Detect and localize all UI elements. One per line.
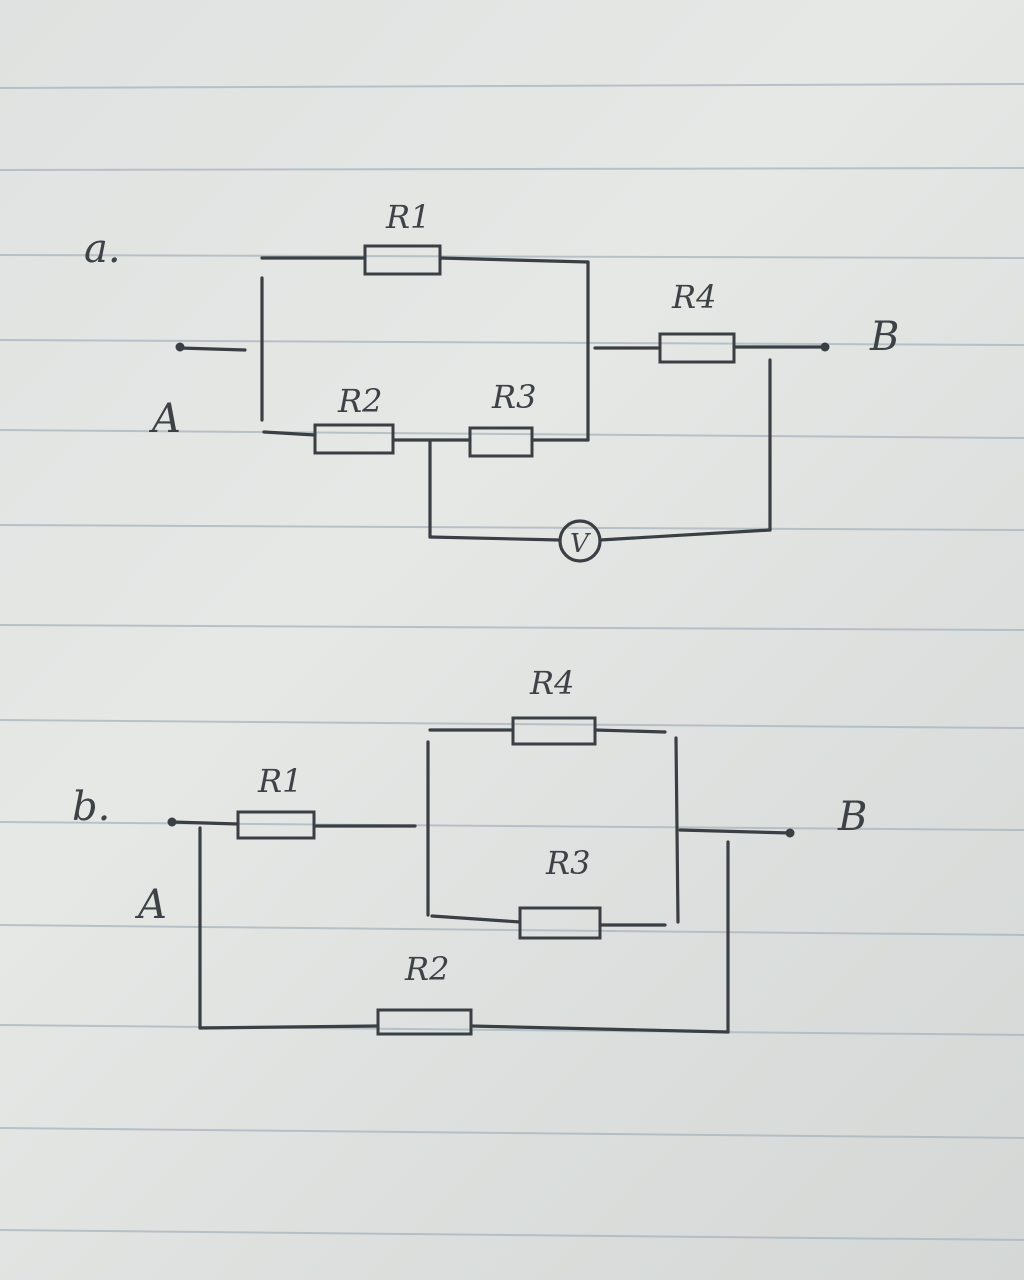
wire	[469, 1024, 730, 1034]
resistor-r2	[376, 1008, 473, 1036]
resistor-r3-label: R3	[545, 844, 590, 882]
wire	[428, 535, 562, 542]
voltmeter-symbol: V	[570, 529, 591, 559]
resistor-r1-label: R1	[257, 762, 302, 800]
circuit-b: b. A B R1 R4 R3 R2	[72, 664, 867, 1036]
wire	[178, 346, 247, 352]
terminal-b-node	[785, 828, 795, 838]
circuit-a: a. A B R1 R2 R3 R4 V	[84, 198, 899, 563]
resistor-r3-label: R3	[491, 378, 536, 416]
wire	[674, 736, 680, 924]
resistor-r4-label: R4	[529, 664, 574, 702]
notebook-rules	[0, 83, 1024, 1241]
wire	[170, 820, 240, 826]
wire	[198, 1024, 380, 1030]
wire	[438, 256, 590, 264]
resistor-r2	[313, 423, 395, 455]
wire	[593, 728, 667, 734]
resistor-r4	[511, 716, 597, 746]
resistor-r3	[518, 906, 602, 940]
wire	[678, 828, 792, 835]
terminal-a-label: A	[134, 882, 167, 928]
wire	[598, 528, 772, 542]
wire	[262, 430, 317, 437]
wire	[430, 914, 522, 924]
terminal-b-label: B	[837, 794, 867, 840]
resistor-r4-label: R4	[671, 278, 716, 316]
resistor-r3	[468, 426, 534, 458]
resistor-r1-label: R1	[385, 198, 430, 236]
resistor-r2-label: R2	[404, 950, 449, 988]
resistor-r1	[363, 244, 442, 276]
terminal-b-label: B	[869, 314, 899, 360]
terminal-a-label: A	[148, 396, 181, 442]
resistor-r4	[658, 332, 736, 364]
resistor-r2-label: R2	[337, 382, 382, 420]
part-b-label: b.	[72, 784, 110, 830]
part-a-label: a.	[84, 226, 121, 272]
terminal-b-node	[820, 342, 830, 352]
